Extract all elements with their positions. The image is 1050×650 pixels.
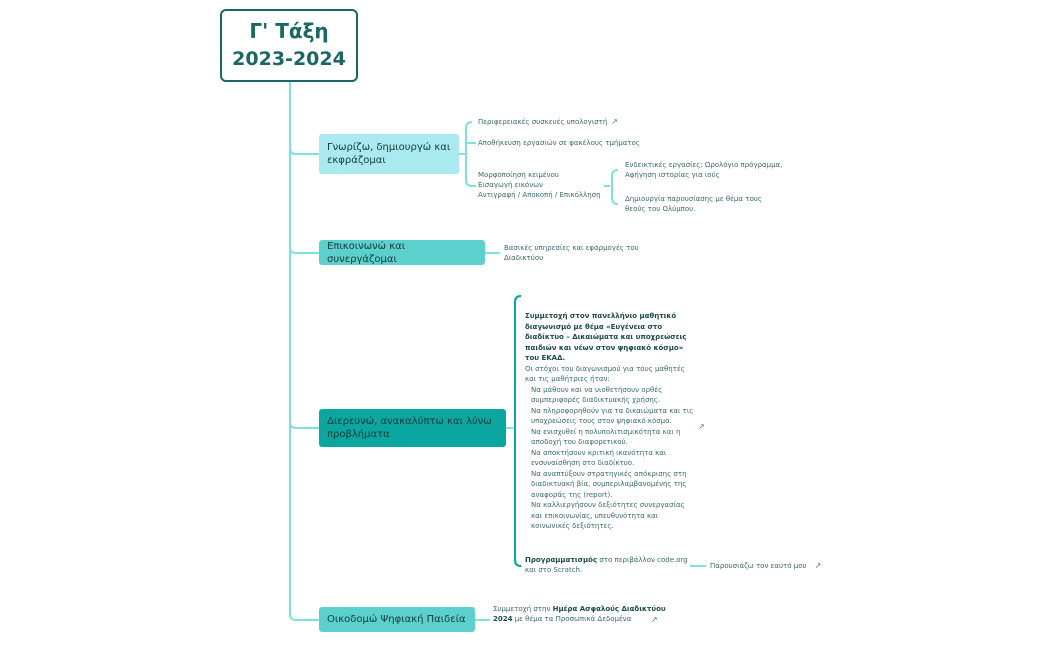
leaf-formatting[interactable]: Μορφοποίηση κειμένου Εισαγωγή εικόνων Αν… bbox=[478, 170, 608, 200]
leaf-text: Δημιουργία παρουσίασης με θέμα τους θεού… bbox=[625, 195, 762, 213]
leaf-programming[interactable]: Προγραμματισμός στο περιβάλλον code.org … bbox=[525, 555, 693, 575]
external-link-icon[interactable]: ↗ bbox=[698, 422, 705, 431]
contest-goal: Να ενισχυθεί η πολυπολιτισμικότητα και η… bbox=[531, 427, 681, 447]
leaf-contest[interactable]: Συμμετοχή στον πανελλήνιο μαθητικό διαγω… bbox=[525, 311, 695, 532]
contest-title: Συμμετοχή στον πανελλήνιο μαθητικό διαγω… bbox=[525, 312, 687, 362]
external-link-icon[interactable]: ↗ bbox=[611, 117, 618, 126]
branch-node-communicate[interactable]: Επικοινωνώ και συνεργάζομαι bbox=[319, 240, 485, 265]
contest-goal: Να πληροφορηθούν για τα δικαιώματα και τ… bbox=[531, 406, 694, 426]
leaf-tasks[interactable]: Ενδεικτικές εργασίες: Ωρολόγιο πρόγραμμα… bbox=[625, 160, 790, 180]
external-link-icon[interactable]: ↗ bbox=[814, 561, 822, 570]
branch-node-explore[interactable]: Διερευνώ, ανακαλύπτω και λύνω προβλήματα bbox=[319, 409, 506, 447]
leaf-text: Παρουσιάζω τον εαυτό μου bbox=[710, 562, 807, 570]
contest-goal: Να μάθουν και να υιοθετήσουν ορθές συμπε… bbox=[531, 385, 663, 405]
leaf-text: Ενδεικτικές εργασίες: Ωρολόγιο πρόγραμμα… bbox=[625, 161, 783, 179]
contest-goal: Να καλλιεργήσουν δεξιότητες συνεργασίας … bbox=[531, 501, 685, 530]
contest-goal: Να αποκτήσουν κριτική ικανότητα και ενσυ… bbox=[531, 448, 667, 468]
branch-node-digital-literacy[interactable]: Οικοδομώ Ψηφιακή Παιδεία bbox=[319, 607, 475, 632]
leaf-text: Μορφοποίηση κειμένου bbox=[478, 171, 559, 179]
leaf-text: Αντιγραφή / Αποκοπή / Επικόλληση bbox=[478, 191, 601, 199]
root-node[interactable]: Γ' Τάξη 2023-2024 bbox=[220, 9, 358, 82]
contest-intro: Οι στόχοι του διαγωνισμού για τους μαθητ… bbox=[525, 364, 685, 384]
external-link-icon[interactable]: ↗ bbox=[651, 615, 658, 624]
leaf-text: Περιφερειακές συσκευές υπολογιστή bbox=[478, 118, 608, 126]
branch-label: Γνωρίζω, δημιουργώ και εκφράζομαι bbox=[327, 142, 451, 166]
leaf-presentation[interactable]: Δημιουργία παρουσίασης με θέμα τους θεού… bbox=[625, 194, 775, 214]
root-title: Γ' Τάξη bbox=[249, 19, 329, 43]
branch-label: Οικοδομώ Ψηφιακή Παιδεία bbox=[327, 614, 466, 625]
leaf-safer-internet-day[interactable]: Συμμετοχή στην Ημέρα Ασφαλούς Διαδικτύου… bbox=[493, 604, 668, 624]
leaf-text-post: με θέμα τα Προσωπικά Δεδομένα bbox=[512, 615, 632, 623]
branch-label: Επικοινωνώ και συνεργάζομαι bbox=[327, 240, 406, 265]
leaf-save[interactable]: Αποθήκευση εργασιών σε φακέλους τμήματος bbox=[478, 138, 640, 148]
contest-goal: Να αναπτύξουν στρατηγικές απόκρισης στη … bbox=[531, 469, 687, 499]
leaf-text-bold: Ημέρα Ασφαλούς Διαδικτύου 2024 bbox=[493, 605, 666, 623]
branch-node-create[interactable]: Γνωρίζω, δημιουργώ και εκφράζομαι bbox=[319, 134, 459, 174]
branch-label: Διερευνώ, ανακαλύπτω και λύνω προβλήματα bbox=[327, 416, 492, 440]
programming-text: στο περιβάλλον code.org και στο Scratch. bbox=[525, 556, 688, 574]
leaf-text: Αποθήκευση εργασιών σε φακέλους τμήματος bbox=[478, 139, 641, 147]
root-year: 2023-2024 bbox=[232, 48, 346, 70]
leaf-text: Βασικές υπηρεσίες και εφαρμογές του Διαδ… bbox=[504, 244, 639, 262]
leaf-present-self[interactable]: Παρουσιάζω τον εαυτό μου ↗ bbox=[710, 561, 821, 571]
leaf-internet-services[interactable]: Βασικές υπηρεσίες και εφαρμογές του Διαδ… bbox=[504, 243, 654, 263]
leaf-text: Εισαγωγή εικόνων bbox=[478, 181, 543, 189]
leaf-peripherals[interactable]: Περιφερειακές συσκευές υπολογιστή↗ bbox=[478, 117, 618, 127]
leaf-text-pre: Συμμετοχή στην bbox=[493, 605, 553, 613]
programming-bold: Προγραμματισμός bbox=[525, 556, 598, 564]
